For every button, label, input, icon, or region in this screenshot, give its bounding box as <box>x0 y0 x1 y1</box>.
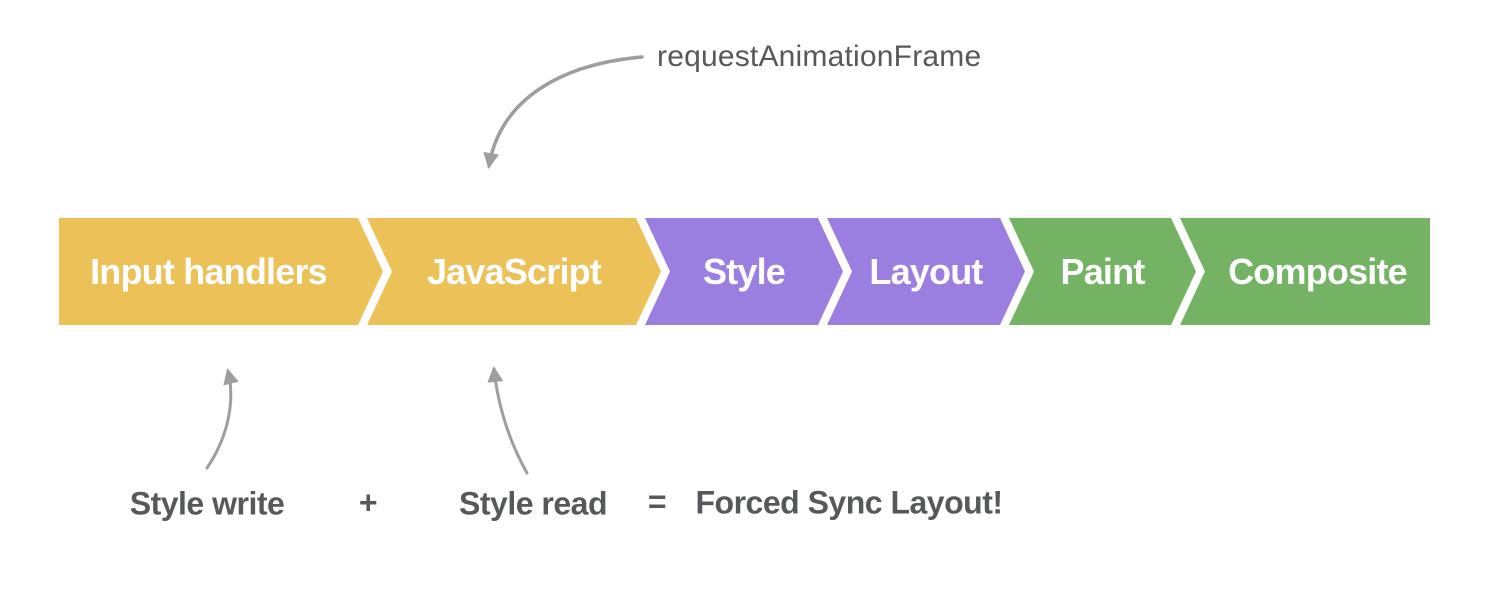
raf-arrow-icon <box>483 55 644 169</box>
plus-sign: + <box>358 484 378 521</box>
stage-javascript: JavaScript <box>367 218 661 325</box>
stage-style: Style <box>645 218 843 325</box>
stage-label: Paint <box>1060 250 1145 292</box>
stage-label: Input handlers <box>90 250 327 292</box>
stage-paint: Paint <box>1009 218 1196 325</box>
style-read-arrow-icon <box>487 366 529 475</box>
stage-label: Layout <box>869 250 983 292</box>
stage-label: Composite <box>1228 250 1408 292</box>
stage-composite: Composite <box>1180 218 1430 325</box>
forced-sync-layout-label: Forced Sync Layout! <box>695 484 1004 521</box>
stage-label: Style <box>702 250 786 292</box>
style-write-label: Style write <box>129 485 285 522</box>
stage-label: JavaScript <box>426 250 602 292</box>
equals-sign: = <box>647 483 667 520</box>
style-write-arrow-icon <box>205 368 239 470</box>
raf-label: requestAnimationFrame <box>657 40 982 73</box>
style-read-label: Style read <box>459 485 607 522</box>
stage-layout: Layout <box>827 218 1025 325</box>
stage-input-handlers: Input handlers <box>59 218 383 325</box>
